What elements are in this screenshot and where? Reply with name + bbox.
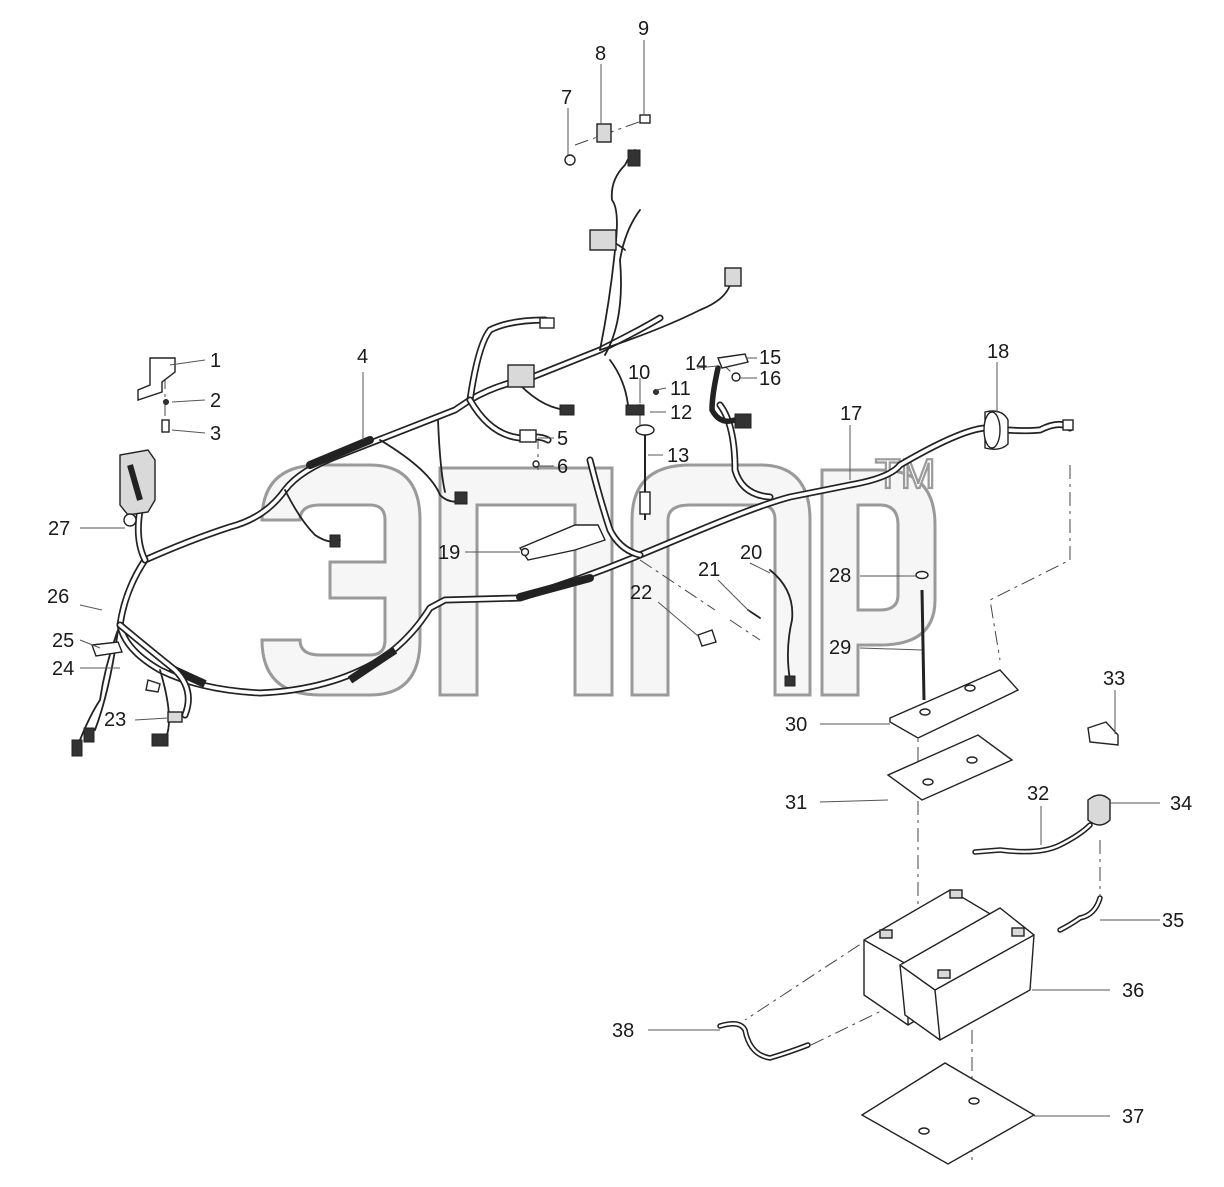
callout-labels: 1 2 3 4 5 6 7 8 9 10 11 12 13 14 15 16 1…: [47, 18, 1192, 1128]
callout-8: 8: [595, 43, 606, 65]
leader-lines: [79, 40, 1160, 1117]
callout-30: 30: [785, 714, 807, 736]
callout-22: 22: [630, 582, 652, 604]
callout-21: 21: [698, 559, 720, 581]
watermark-letter-1: [260, 463, 422, 697]
callout-6: 6: [557, 456, 568, 478]
part-19-bracket: [518, 524, 606, 561]
part-37-tray: [860, 1062, 1036, 1165]
callout-20: 20: [740, 542, 762, 564]
main-harness: [79, 149, 1074, 741]
part-30-clamp: [889, 669, 1020, 739]
callout-28: 28: [829, 565, 851, 587]
callout-29: 29: [829, 637, 851, 659]
callout-9: 9: [638, 18, 649, 40]
callout-11: 11: [670, 378, 691, 400]
callout-16: 16: [759, 368, 781, 390]
callout-23: 23: [104, 709, 126, 731]
part-1-bracket: [137, 357, 176, 401]
callout-38: 38: [612, 1020, 634, 1042]
battery-assembly: [717, 669, 1119, 1165]
callout-18: 18: [987, 341, 1009, 363]
callout-19: 19: [438, 542, 460, 564]
callout-17: 17: [840, 403, 862, 425]
callout-7: 7: [561, 87, 572, 109]
callout-1: 1: [210, 350, 221, 372]
callout-15: 15: [759, 347, 781, 369]
callout-35: 35: [1162, 910, 1184, 932]
callout-14: 14: [685, 353, 707, 375]
callout-13: 13: [667, 445, 689, 467]
callout-34: 34: [1170, 793, 1192, 815]
callout-27: 27: [48, 518, 70, 540]
callout-3: 3: [210, 423, 221, 445]
part-36-battery-front: [899, 907, 1035, 1041]
callout-25: 25: [52, 630, 74, 652]
watermark-letter-3: [630, 463, 812, 697]
hardware: [71, 114, 1074, 757]
callout-26: 26: [47, 586, 69, 608]
callout-4: 4: [357, 346, 368, 368]
assembly-lines: [164, 117, 1101, 1165]
callout-24: 24: [52, 658, 74, 680]
callout-32: 32: [1027, 783, 1049, 805]
callout-12: 12: [670, 402, 692, 424]
callout-31: 31: [785, 792, 807, 814]
part-31-pad: [886, 734, 1014, 801]
callout-33: 33: [1103, 668, 1125, 690]
watermark-letter-4: [820, 468, 937, 697]
callout-5: 5: [557, 428, 568, 450]
callout-10: 10: [628, 362, 650, 384]
callout-36: 36: [1122, 980, 1144, 1002]
callout-2: 2: [210, 390, 221, 412]
callout-37: 37: [1122, 1106, 1144, 1128]
